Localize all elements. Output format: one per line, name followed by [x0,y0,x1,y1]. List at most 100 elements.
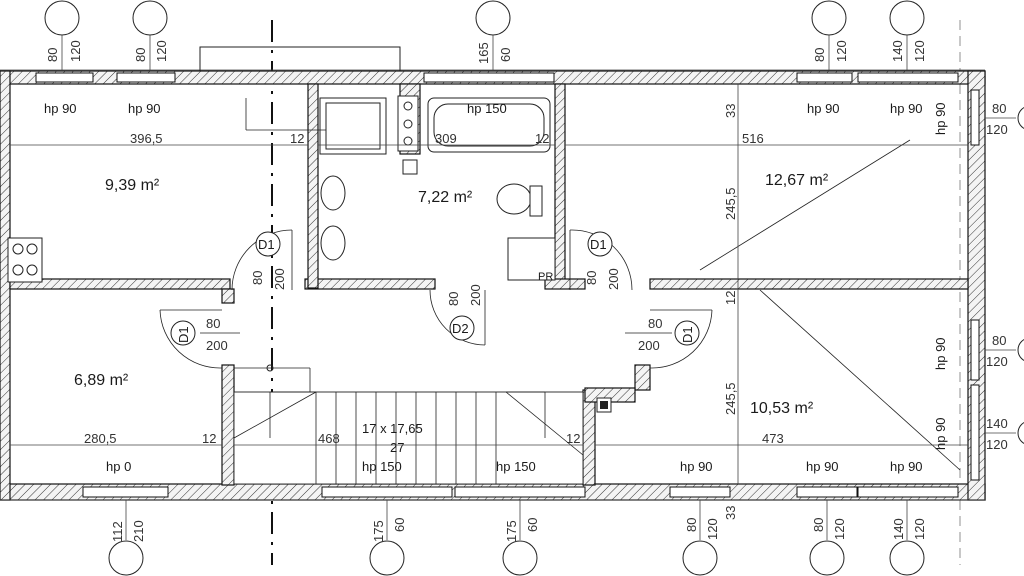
inner-dim-lines [10,84,968,484]
wc-tag: PR [538,271,553,283]
bottom-dim-b: 120 [705,518,720,540]
dim-wall: 12 [535,131,549,146]
sill-height: hp 90 [807,101,840,116]
bottom-windows [82,486,959,498]
top-dim-a: 165 [476,42,491,64]
door-tag [170,320,196,346]
top-dim-b: 120 [912,40,927,62]
door-height: 200 [638,338,660,353]
bottom-grid [0,499,985,576]
door-tag [587,231,613,257]
right-dim-a: 80 [992,101,1006,116]
door-tag [674,320,700,346]
door-width: 80 [648,316,662,331]
bathroom-fixtures [245,95,556,281]
bottom-dim-b: 120 [832,518,847,540]
dim-height: 245,5 [723,187,738,220]
door-width: 80 [206,316,220,331]
stove-icon [7,237,43,283]
door-height: 200 [468,284,483,306]
top-dim-a: 80 [45,48,60,62]
door-width: 80 [250,271,265,285]
sill-height: hp 0 [106,459,131,474]
bottom-dim-b: 60 [392,518,407,532]
dim-wall: 12 [290,131,304,146]
dim-width: 309 [435,131,457,146]
void-diagonals [699,139,961,471]
stair-steps: 17 x 17,65 [362,421,423,436]
top-dim-a: 140 [890,40,905,62]
sill-height: hp 90 [933,417,948,450]
bottom-dim-a: 112 [110,521,125,542]
sill-height: hp 90 [680,459,713,474]
sill-height: hp 150 [362,459,402,474]
dim-width: 516 [742,131,764,146]
top-grid [0,0,985,71]
right-dim-b: 120 [986,437,1008,452]
dim-width: 473 [762,431,784,446]
staircase [233,364,584,485]
door-height: 200 [272,268,287,290]
dim-wall: 33 [723,104,738,118]
door-height: 200 [606,268,621,290]
duct-icon [596,397,612,413]
door-code: D1 [258,237,275,252]
room-area: 7,22 m² [418,189,473,206]
top-dim-b: 120 [154,40,169,62]
sill-height: hp 150 [496,459,536,474]
stair-depth: 27 [390,440,404,455]
dim-wall: 33 [723,506,738,520]
sill-height: hp 90 [890,101,923,116]
bottom-dim-b: 210 [131,520,146,542]
door-code: D1 [176,326,191,343]
dim-wall: 12 [566,431,580,446]
sill-height: hp 90 [44,101,77,116]
right-dim-b: 120 [986,122,1008,137]
door-width: 80 [584,271,599,285]
top-dim-a: 80 [812,48,827,62]
door-tag [449,315,475,341]
room-area: 9,39 m² [105,177,160,194]
top-dim-b: 120 [68,40,83,62]
room-area: 6,89 m² [74,372,129,389]
sill-height: hp 90 [806,459,839,474]
bottom-dim-a: 175 [504,520,519,542]
right-dim-a: 140 [986,416,1008,431]
bottom-dim-b: 60 [525,518,540,532]
bottom-dim-a: 140 [891,518,906,540]
door-swings [159,229,713,369]
door-code: D2 [452,321,469,336]
dim-width: 468 [318,431,340,446]
room-area: 10,53 m² [750,400,814,417]
dim-width: 396,5 [130,131,163,146]
bottom-dim-a: 80 [684,518,699,532]
dim-height: 245,5 [723,382,738,415]
right-grid [985,107,1024,444]
door-code: D1 [680,326,695,343]
top-windows [35,72,959,83]
door-code: D1 [590,237,607,252]
chimney-outline [199,46,401,72]
sill-height: hp 150 [467,101,507,116]
sill-height: hp 90 [933,337,948,370]
door-height: 200 [206,338,228,353]
bottom-dim-b: 120 [912,518,927,540]
dim-wall: 12 [723,291,738,305]
top-dim-b: 60 [498,48,513,62]
door-width: 80 [446,292,461,306]
right-dim-a: 80 [992,333,1006,348]
door-tag [255,231,281,257]
right-dim-b: 120 [986,354,1008,369]
sill-height: hp 90 [933,102,948,135]
right-windows [970,89,980,481]
bottom-dim-a: 80 [811,518,826,532]
sill-height: hp 90 [890,459,923,474]
sill-height: hp 90 [128,101,161,116]
room-area: 12,67 m² [765,172,829,189]
dim-width: 280,5 [84,431,117,446]
top-dim-a: 80 [133,48,148,62]
bottom-dim-a: 175 [371,520,386,542]
top-dim-b: 120 [834,40,849,62]
dim-wall: 12 [202,431,216,446]
